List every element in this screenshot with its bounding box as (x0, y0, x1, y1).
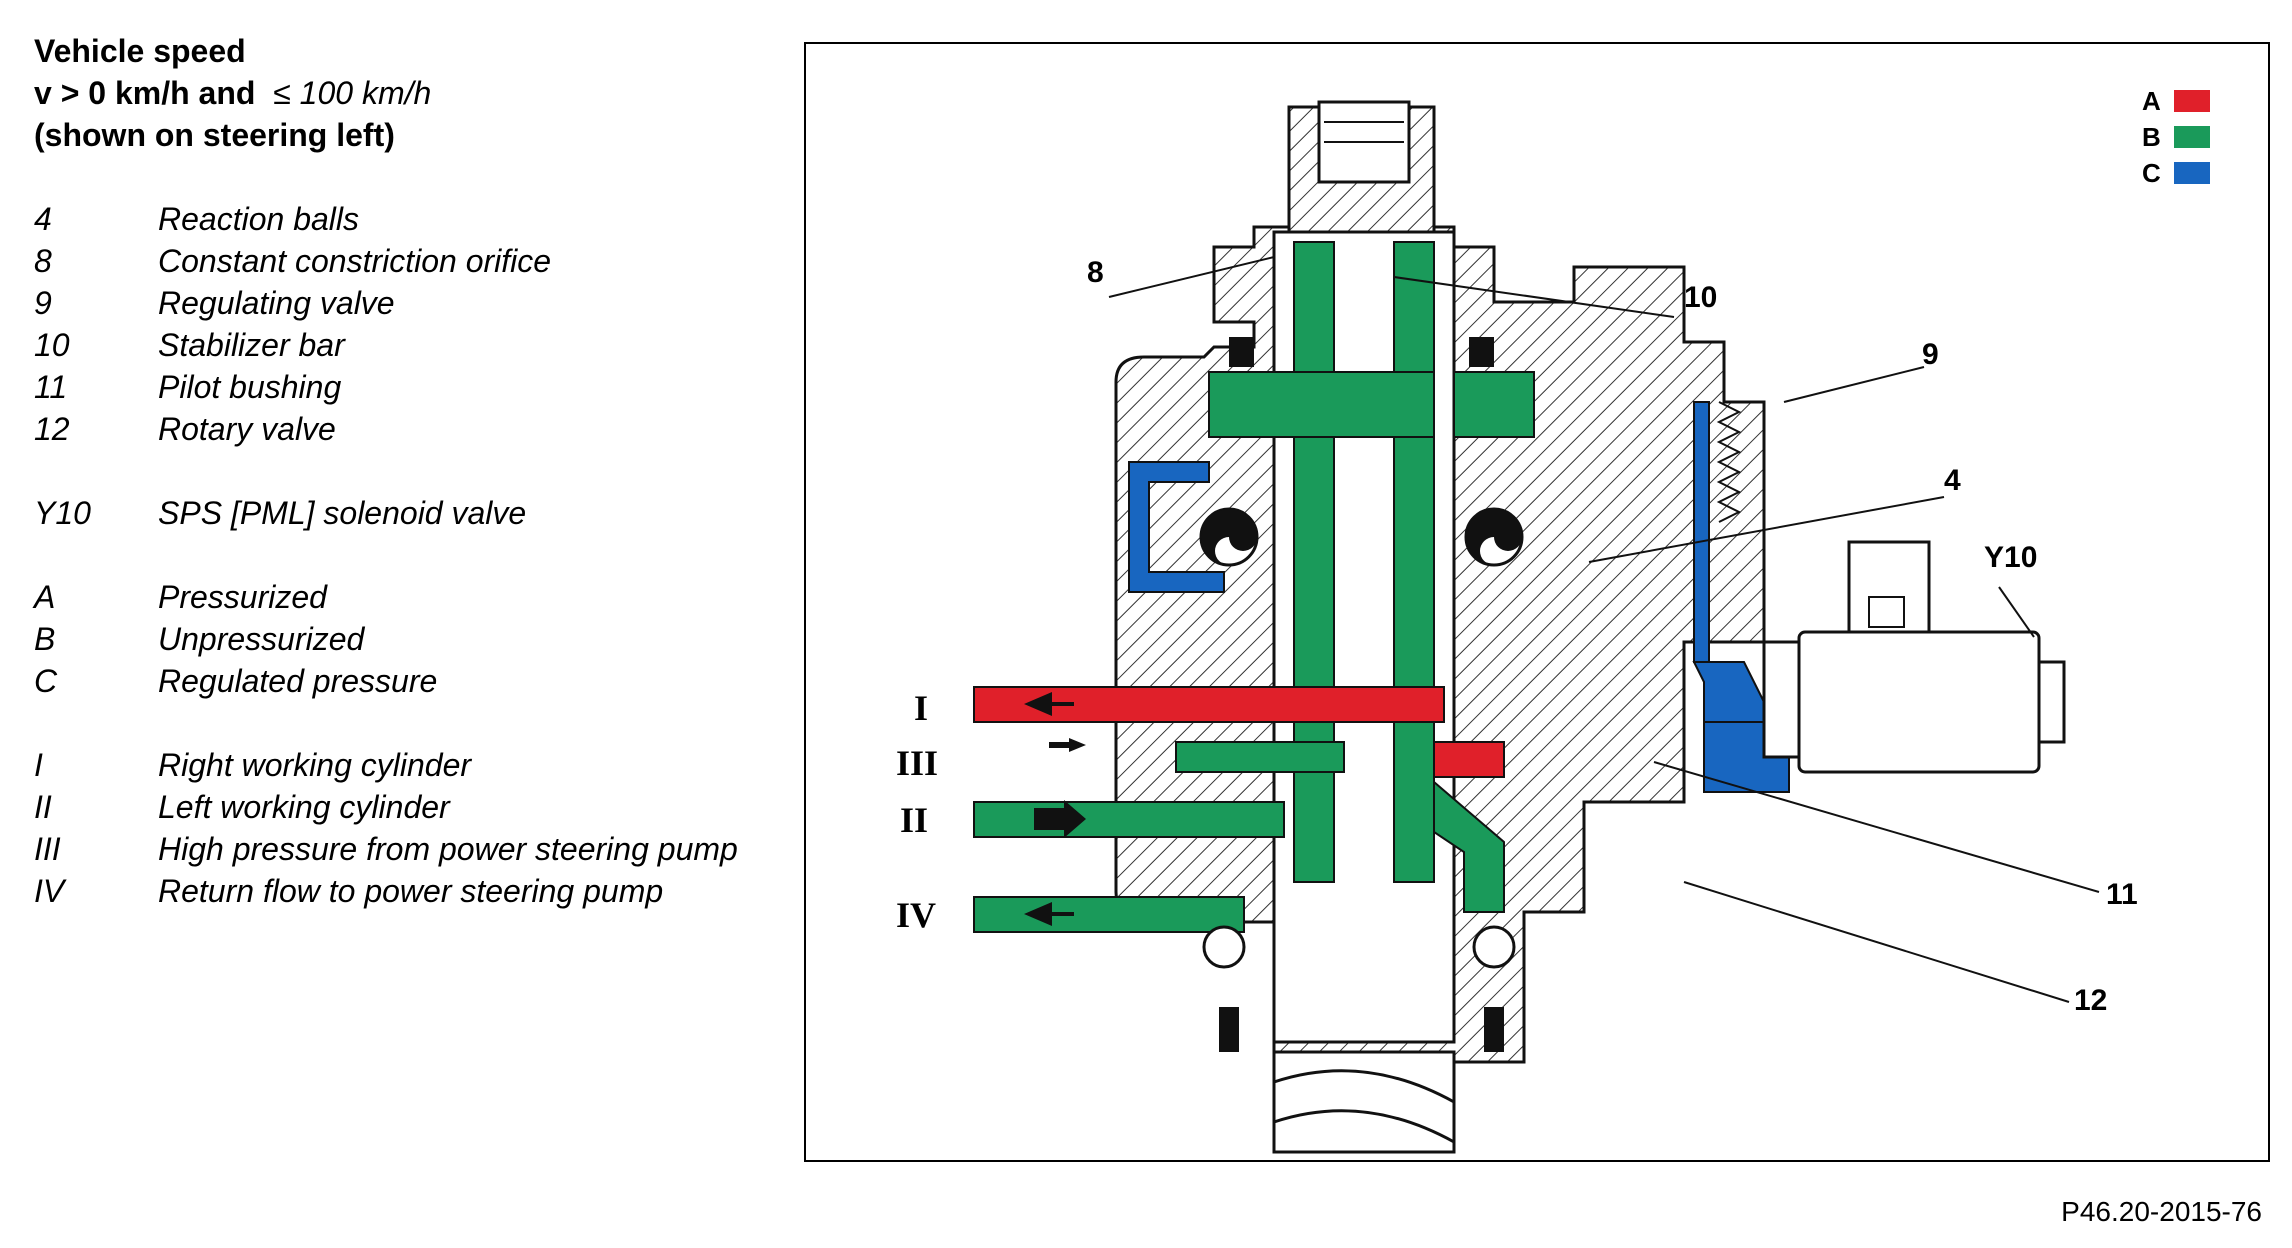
diagram-frame (804, 42, 2270, 1162)
legend-label: Right working cylinder (158, 747, 472, 783)
legend-label: Constant constriction orifice (158, 243, 552, 279)
callout-10: 10 (1684, 281, 1717, 314)
color-key-swatch-c (2174, 162, 2210, 184)
callout-leaders (1108, 256, 2100, 1003)
legend-item: 9 Regulating valve (34, 282, 774, 324)
legend-key: 4 (34, 201, 52, 237)
legend-item: 8 Constant constriction orifice (34, 240, 774, 282)
figure-reference: P46.20-2015-76 (2061, 1196, 2262, 1227)
legend-key: IV (34, 873, 65, 909)
legend-label: Rotary valve (158, 411, 336, 447)
pinion-gear (1272, 1050, 1456, 1154)
color-key: A B C (2142, 86, 2210, 188)
legend-item: I Right working cylinder (34, 744, 774, 786)
legend-key: II (34, 789, 52, 825)
legend-key: I (34, 747, 43, 783)
callout-4: 4 (1944, 464, 1961, 497)
port-arrows (1024, 692, 1086, 926)
legend-group: Y10 SPS [PML] solenoid valve (34, 492, 774, 534)
legend-label: Pressurized (158, 579, 327, 615)
legend-item: II Left working cylinder (34, 786, 774, 828)
legend-item: B Unpressurized (34, 618, 774, 660)
color-key-label-a: A (2142, 86, 2161, 116)
legend-item: III High pressure from power steering pum… (34, 828, 774, 870)
legend-key: C (34, 663, 58, 699)
callout-y10: Y10 (1984, 541, 2037, 574)
legend-item: C Regulated pressure (34, 660, 774, 702)
callout-numbers: 10 8 9 4 Y10 11 12 (1087, 256, 2138, 1017)
legend-group: 4 Reaction balls 8 Constant constriction or… (34, 198, 774, 450)
legend-key: 10 (34, 327, 70, 363)
port-label-ii: II (900, 800, 928, 840)
port-label-iv: IV (896, 895, 936, 935)
legend-key: 9 (34, 285, 52, 321)
color-key-swatch-b (2174, 126, 2210, 148)
port-label-iii: III (896, 743, 938, 783)
legend-item: 11 Pilot bushing (34, 366, 774, 408)
legend-item: 4 Reaction balls (34, 198, 774, 240)
legend-label: High pressure from power steering pump (158, 831, 738, 867)
port-labels: I III II IV (896, 688, 938, 935)
lower-bearing (1202, 337, 1516, 1052)
legend-key: Y10 (34, 495, 91, 531)
color-key-swatch-a (2174, 90, 2210, 112)
legend-label: SPS [PML] solenoid valve (158, 495, 527, 531)
legend-label: Reaction balls (158, 201, 359, 237)
legend-key: III (34, 831, 61, 867)
color-key-label-c: C (2142, 158, 2161, 188)
legend-item: Y10 SPS [PML] solenoid valve (34, 492, 774, 534)
legend-groups: 4 Reaction balls 8 Constant constriction or… (34, 198, 774, 912)
legend-label: Left working cylinder (158, 789, 450, 825)
legend-key: 11 (34, 369, 68, 405)
condition-note: (shown on steering left) (34, 117, 395, 153)
regulating-valve-spring (1716, 401, 1742, 523)
legend-label: Pilot bushing (158, 369, 342, 405)
legend-key: B (34, 621, 56, 657)
callout-8: 8 (1087, 256, 1104, 289)
legend-key: 8 (34, 243, 52, 279)
legend-label: Return flow to power steering pump (158, 873, 664, 909)
legend-item: 12 Rotary valve (34, 408, 774, 450)
legend-label: Regulated pressure (158, 663, 438, 699)
legend-item: A Pressurized (34, 576, 774, 618)
pressurized-passages (973, 686, 1505, 778)
legend-label: Stabilizer bar (158, 327, 345, 363)
callout-12: 12 (2074, 984, 2107, 1017)
speed-lower-bound: v > 0 km/h and (34, 75, 256, 111)
legend-panel: Vehicle speed v > 0 km/h and ≤ 100 km/h … (34, 30, 774, 912)
legend-key: 12 (34, 411, 70, 447)
reaction-balls (1199, 507, 1524, 567)
legend-key: A (34, 579, 56, 615)
legend-item: IV Return flow to power steering pump (34, 870, 774, 912)
port-label-i: I (914, 688, 928, 728)
regulated-passages (1128, 401, 1790, 793)
solenoid-valve-y10 (1762, 540, 2066, 774)
condition-speed-range: v > 0 km/h and ≤ 100 km/h (34, 72, 774, 114)
callout-11: 11 (2106, 878, 2138, 911)
valve-cross-section-diagram: A B C 10 8 9 4 Y10 11 12 I III II IV (896, 86, 2210, 1154)
legend-label: Regulating valve (158, 285, 395, 321)
condition-title: Vehicle speed (34, 33, 246, 69)
legend-item: 10 Stabilizer bar (34, 324, 774, 366)
color-key-label-b: B (2142, 122, 2161, 152)
input-shaft (1287, 100, 1436, 234)
speed-upper-bound: ≤ 100 km/h (273, 75, 432, 111)
legend-label: Unpressurized (158, 621, 365, 657)
callout-9: 9 (1922, 338, 1939, 371)
